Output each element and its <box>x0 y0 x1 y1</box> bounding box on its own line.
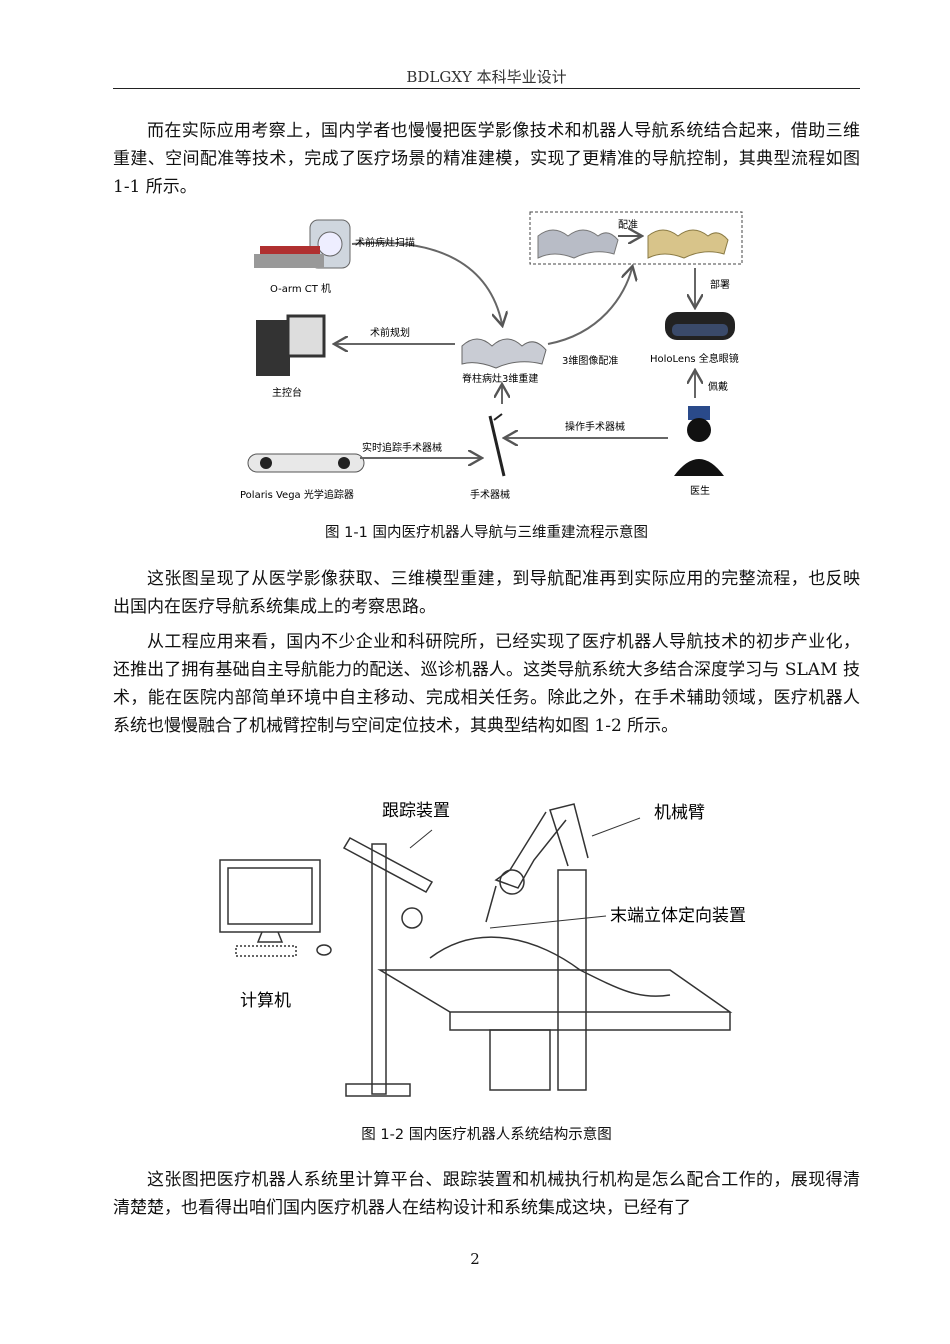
tracking-device-icon <box>342 837 434 1097</box>
figure-1-2: 跟踪装置 机械臂 末端立体定向装置 计算机 <box>219 801 746 1097</box>
figure-1-2-caption: 图 1-2 国内医疗机器人系统结构示意图 <box>361 1127 612 1143</box>
label-doctor: 医生 <box>690 484 710 497</box>
label-spine: 脊柱病灶3维重建 <box>462 372 538 385</box>
paragraph-1: 而在实际应用考察上，国内学者也慢慢把医学影像技术和机器人导航系统结合起来，借助三… <box>113 121 860 197</box>
operating-table-icon <box>377 907 733 1091</box>
polaris-tracker-icon <box>247 453 365 473</box>
label-computer: 计算机 <box>240 991 291 1011</box>
paragraph-2: 这张图呈现了从医学影像获取、三维模型重建，到导航配准再到实际应用的完整流程，也反… <box>113 569 860 617</box>
spine-model-gray-icon <box>537 229 619 259</box>
header-rule <box>113 88 860 89</box>
label-hololens: HoloLens 全息眼镜 <box>650 352 739 365</box>
console-computer-icon <box>256 314 326 376</box>
spine-reconstruction-icon <box>461 338 547 369</box>
doctor-icon <box>674 406 724 476</box>
label-polaris: Polaris Vega 光学追踪器 <box>240 488 354 501</box>
label-plan: 术前规划 <box>370 326 410 339</box>
surgical-instrument-icon <box>488 413 506 477</box>
label-register: 配准 <box>618 219 638 231</box>
figure-1-1: O-arm CT 机 术前病灶扫描 配准 部署 HoloLens 全息眼镜 佩戴… <box>240 211 743 501</box>
label-end: 末端立体定向装置 <box>610 906 746 926</box>
label-wear: 佩戴 <box>708 380 728 393</box>
paragraph-4: 这张图把医疗机器人系统里计算平台、跟踪装置和机械执行机构是怎么配合工作的，展现得… <box>113 1170 860 1218</box>
label-console: 主控台 <box>272 386 302 399</box>
figure-1-1-caption: 图 1-1 国内医疗机器人导航与三维重建流程示意图 <box>325 525 648 541</box>
robot-arm-icon <box>485 803 589 1091</box>
computer-icon <box>219 859 332 957</box>
label-arm: 机械臂 <box>654 803 705 823</box>
page-number: 2 <box>470 1250 480 1268</box>
spine-model-gold-icon <box>647 229 729 259</box>
ct-machine-icon <box>254 219 351 269</box>
hololens-icon <box>665 312 735 340</box>
label-oarm: O-arm CT 机 <box>270 282 331 295</box>
label-track: 实时追踪手术器械 <box>362 441 442 454</box>
label-tracker: 跟踪装置 <box>382 801 450 821</box>
label-scan: 术前病灶扫描 <box>355 236 415 249</box>
label-instrument: 手术器械 <box>470 488 510 501</box>
paragraph-3: 从工程应用来看，国内不少企业和科研院所，已经实现了医疗机器人导航技术的初步产业化… <box>113 632 860 736</box>
page-header: BDLGXY 本科毕业设计 <box>406 68 567 86</box>
label-img-reg: 3维图像配准 <box>562 354 618 367</box>
label-deploy: 部署 <box>710 278 730 291</box>
label-operate: 操作手术器械 <box>565 420 625 433</box>
